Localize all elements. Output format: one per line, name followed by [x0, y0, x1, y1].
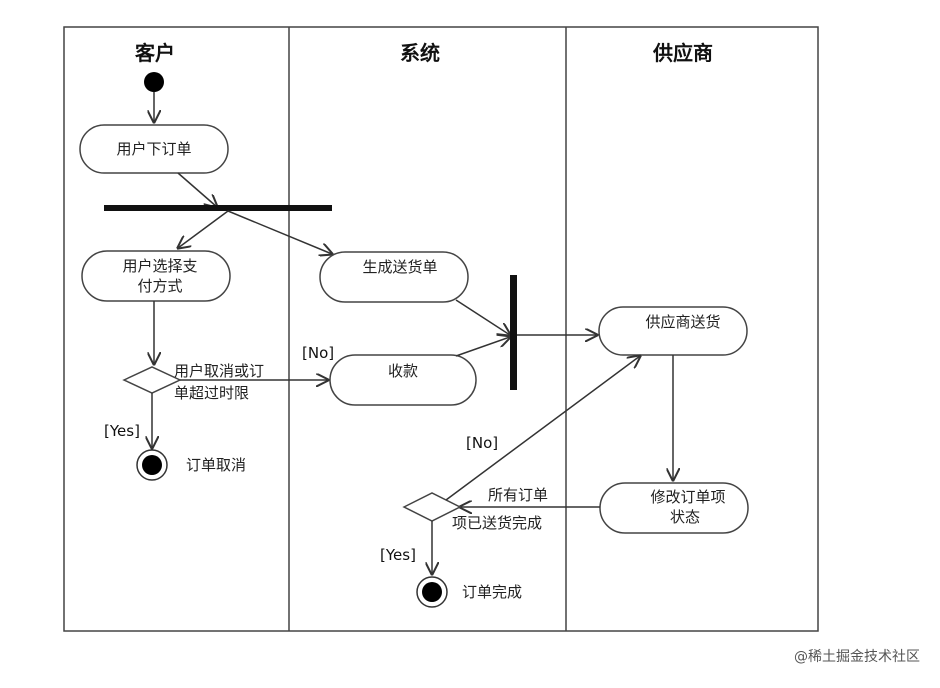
- final-complete-label: 订单完成: [462, 583, 522, 601]
- flow-order-to-fork: [177, 172, 217, 207]
- swimlane-frame: [63, 26, 819, 632]
- final-node-complete-dot: [422, 582, 442, 602]
- guard-no-1: [No]: [302, 344, 334, 362]
- lane-title-supplier: 供应商: [652, 41, 713, 65]
- final-node-cancel-dot: [142, 455, 162, 475]
- action-generate-delivery-label: 生成送货单: [362, 258, 437, 276]
- guard-yes-2: [Yes]: [380, 546, 416, 564]
- decision-all-delivered-label-2: 项已送货完成: [452, 514, 542, 532]
- decision-cancel-label-1: 用户取消或订: [174, 362, 264, 380]
- action-update-status: [599, 482, 749, 534]
- action-update-status-label-1: 修改订单项: [650, 488, 725, 506]
- watermark: @稀土掘金技术社区: [794, 649, 920, 665]
- final-cancel-label: 订单取消: [186, 456, 246, 474]
- fork-bar: [104, 205, 332, 211]
- decision-all-delivered-label-1: 所有订单: [488, 486, 548, 504]
- action-supplier-deliver-label: 供应商送货: [645, 313, 720, 331]
- flow-delivery-to-join: [455, 299, 510, 335]
- flow-fork-to-delivery: [227, 210, 332, 254]
- initial-node: [144, 72, 164, 92]
- flow-collect-to-join: [455, 337, 510, 357]
- action-choose-payment-label-2: 付方式: [137, 277, 182, 295]
- action-place-order-label: 用户下订单: [116, 140, 191, 158]
- action-choose-payment-label-1: 用户选择支: [122, 257, 197, 275]
- flow-decision2-to-supplier: [445, 356, 640, 501]
- lane-title-customer: 客户: [134, 41, 175, 65]
- flow-fork-to-payment: [178, 210, 229, 248]
- join-bar: [510, 275, 517, 390]
- action-place-order: [79, 124, 229, 174]
- decision-cancel-label-2: 单超过时限: [174, 384, 249, 402]
- action-collect-payment: [329, 354, 477, 406]
- action-generate-delivery: [319, 251, 469, 303]
- action-update-status-label-2: 状态: [670, 508, 700, 526]
- lane-title-system: 系统: [400, 41, 440, 65]
- guard-yes-1: [Yes]: [104, 422, 140, 440]
- action-choose-payment: [81, 250, 231, 302]
- decision-cancel: [122, 366, 182, 394]
- guard-no-2: [No]: [466, 434, 498, 452]
- action-collect-payment-label: 收款: [388, 362, 418, 380]
